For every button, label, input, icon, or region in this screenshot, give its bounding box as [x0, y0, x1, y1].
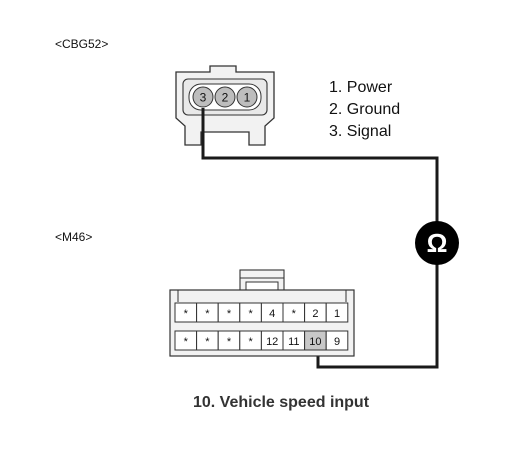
- ohm-meter-icon: Ω: [415, 221, 459, 265]
- wire-signal-to-meter: [201, 108, 439, 222]
- connector-b-pin-cell: *: [174, 330, 198, 351]
- connector-b-pin-cell: 10: [304, 330, 327, 351]
- connector-a-id-label: <CBG52>: [55, 37, 108, 51]
- pin-label: *: [292, 308, 297, 320]
- pin-label: *: [248, 308, 253, 320]
- pin-legend-2: 2. Ground: [329, 101, 400, 118]
- connector-b-pin-cell: *: [174, 302, 198, 323]
- connector-b-pin-cell: 11: [282, 330, 306, 351]
- pin-label: 12: [266, 336, 278, 348]
- pin-legend-3: 3. Signal: [329, 123, 391, 140]
- pin-label: 2: [312, 308, 318, 320]
- pin-label: *: [227, 308, 232, 320]
- connector-b: * * * * 4 * 2 1 * * * * 12 11 10 9: [169, 269, 355, 357]
- pin-label: 4: [269, 308, 275, 320]
- pin-label: 9: [334, 336, 340, 348]
- connector-b-pin-cell: *: [239, 302, 262, 323]
- connector-b-pin-cell: 4: [260, 302, 284, 323]
- connector-b-pin-cell: 12: [260, 330, 284, 351]
- connector-b-pin-cell: 9: [325, 330, 349, 351]
- pin-label: 1: [334, 308, 340, 320]
- connector-a-pin: 3: [192, 86, 214, 108]
- connector-b-pin-cell: *: [282, 302, 306, 323]
- connector-b-pin-cell: *: [217, 302, 241, 323]
- connector-b-pin-cell: *: [239, 330, 262, 351]
- connector-b-pin-cell: *: [196, 302, 219, 323]
- connector-a-pin: 1: [236, 86, 258, 108]
- pin-label: *: [248, 336, 253, 348]
- pin-label: *: [184, 336, 189, 348]
- pin-label: 10: [309, 336, 321, 348]
- connector-b-id-label: <M46>: [55, 230, 92, 244]
- connector-b-pin-cell: 1: [325, 302, 349, 323]
- caption: 10. Vehicle speed input: [193, 394, 370, 411]
- connector-b-pin-cell: *: [217, 330, 241, 351]
- pin-label: 1: [244, 91, 251, 105]
- ohm-symbol: Ω: [427, 228, 448, 258]
- pin-label: 3: [200, 91, 207, 105]
- pin-label: 2: [222, 91, 229, 105]
- pin-legend-1: 1. Power: [329, 79, 393, 96]
- pin-label: *: [205, 336, 210, 348]
- pin-label: *: [184, 308, 189, 320]
- pin-label: 11: [288, 336, 299, 348]
- connector-a-pin: 2: [214, 86, 236, 108]
- pin-label: *: [227, 336, 232, 348]
- connector-b-pin-cell: *: [196, 330, 219, 351]
- connector-b-pin-cell: 2: [304, 302, 327, 323]
- connector-a: 3 2 1: [175, 65, 275, 146]
- pin-label: *: [205, 308, 210, 320]
